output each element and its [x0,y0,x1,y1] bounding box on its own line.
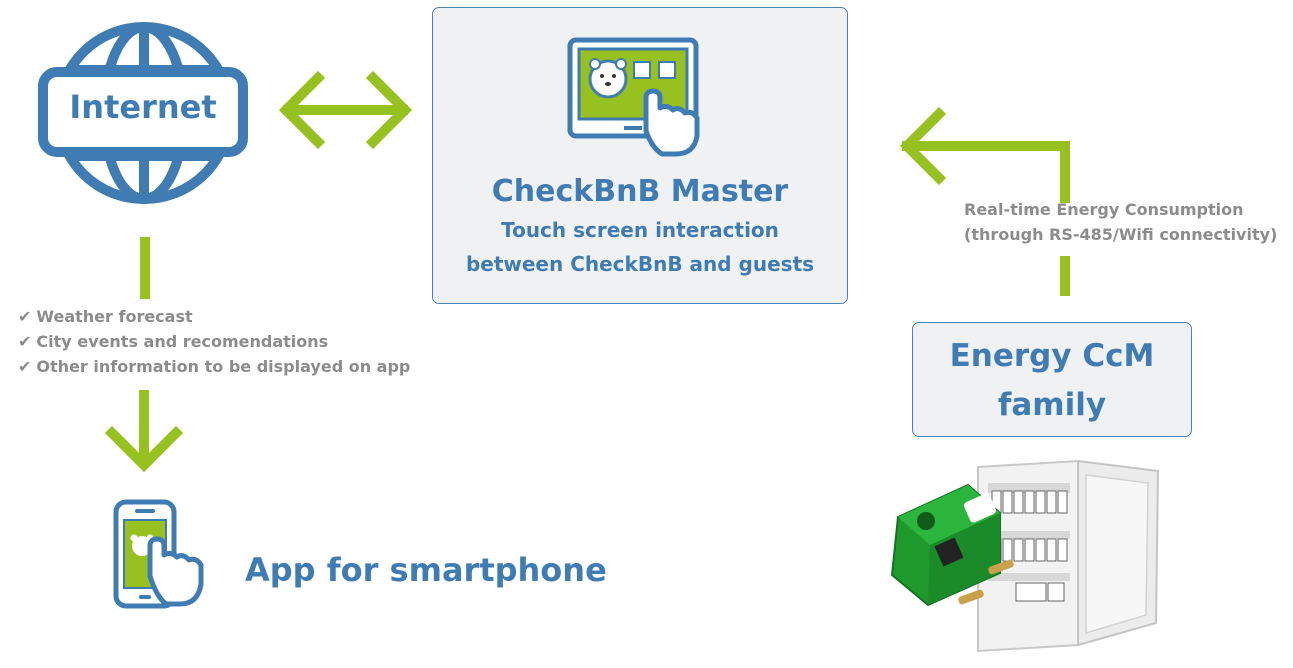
info-list-item: ✔Weather forecast [18,307,193,326]
check-icon: ✔ [18,332,32,351]
checkbnb-master-box: CheckBnB Master Touch screen interaction… [432,7,848,304]
info-list-item: ✔Other information to be displayed on ap… [18,357,411,376]
globe-icon [38,22,248,204]
down-arrow-icon [104,390,184,473]
energy-title-line1: Energy CcM [949,338,1155,374]
master-title: CheckBnB Master [491,174,789,209]
bidirectional-arrow-icon [278,70,413,150]
check-icon: ✔ [18,357,32,376]
touchscreen-tablet-icon [567,37,700,157]
app-label: App for smartphone [245,551,607,589]
energy-to-master-arrow [899,106,1070,296]
energy-link-line1: Real-time Energy Consumption [964,200,1244,219]
smartphone-touch-icon [113,499,204,609]
check-icon: ✔ [18,307,32,326]
internet-down-line [140,237,150,299]
energy-title-line2: family [997,387,1107,423]
energy-meter-cabinet-image [890,459,1160,653]
energy-link-line2: (through RS-485/Wifi connectivity) [964,225,1278,244]
master-subtitle-line1: Touch screen interaction [501,218,779,242]
info-list: ✔Weather forecast ✔City events and recom… [18,304,410,379]
internet-label: Internet [69,88,217,126]
info-list-item: ✔City events and recomendations [18,332,329,351]
master-subtitle-line2: between CheckBnB and guests [465,252,815,276]
energy-ccm-box: Energy CcM family [912,322,1192,437]
